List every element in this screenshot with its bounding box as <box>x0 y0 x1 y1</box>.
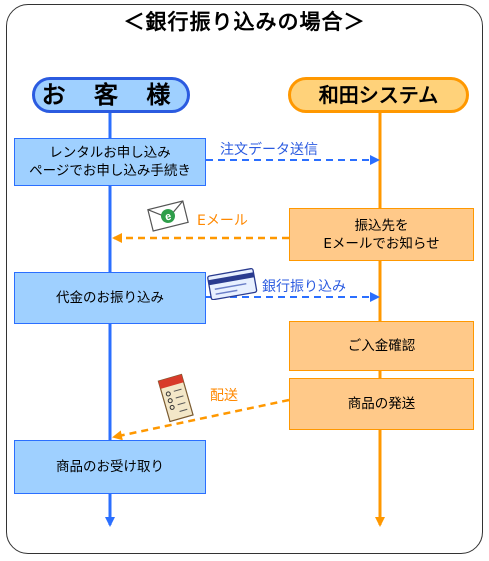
actor-wada-system: 和田システム <box>288 77 469 113</box>
delivery-arrow <box>112 398 290 441</box>
step-notify-account: 振込先を Eメールでお知らせ <box>289 208 474 261</box>
step-rental-application: レンタルお申し込み ページでお申し込み手続き <box>14 138 206 186</box>
step-notify-line2: Eメールでお知らせ <box>323 235 440 252</box>
bank-card-icon <box>207 268 258 300</box>
step-payment-transfer: 代金のお振り込み <box>14 272 206 324</box>
step-receive-label: 商品のお受け取り <box>56 459 164 475</box>
step-confirm-label: ご入金確認 <box>347 338 416 354</box>
step-receive-goods: 商品のお受け取り <box>14 440 206 494</box>
actor-customer: お 客 様 <box>32 77 190 113</box>
diagram-title: ＜銀行振り込みの場合＞ <box>123 10 366 34</box>
step-ship-goods: 商品の発送 <box>289 378 474 430</box>
delivery-slip-icon <box>157 373 194 423</box>
step-rental-line1: レンタルお申し込み <box>49 145 171 161</box>
envelope-icon: e <box>147 200 189 232</box>
step-rental-line2: ページでお申し込み手続き <box>29 163 191 179</box>
label-delivery: 配送 <box>210 388 238 404</box>
label-email: Eメール <box>197 213 248 229</box>
label-order-data: 注文データ送信 <box>220 142 318 158</box>
label-bank-transfer: 銀行振り込み <box>262 279 346 295</box>
step-payment-label: 代金のお振り込み <box>56 290 164 306</box>
svg-text:e: e <box>164 210 173 223</box>
step-notify-line1: 振込先を <box>354 217 409 234</box>
step-payment-confirm: ご入金確認 <box>289 321 474 371</box>
step-ship-label: 商品の発送 <box>347 396 416 412</box>
